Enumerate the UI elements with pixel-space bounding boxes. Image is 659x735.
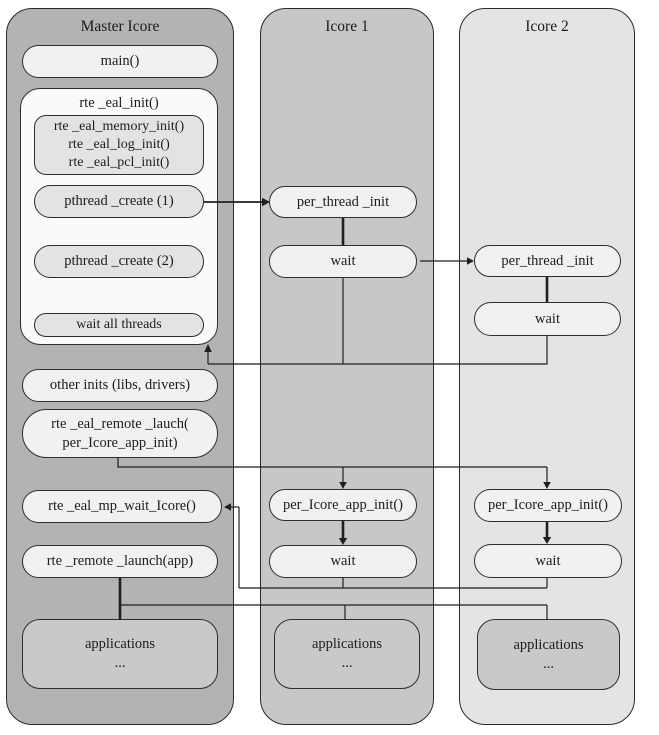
icore2-column-title: Icore 2 [525,18,569,35]
icore1-column: Icore 1 [260,8,434,725]
icore2-thread-wait-box: wait [474,302,621,336]
icore1-per-icore-app-init-box: per_Icore_app_init() [269,489,417,521]
master-applications-box: applications ... [22,619,218,689]
icore1-applications-label: applications [311,636,383,653]
icore2-column: Icore 2 [459,8,635,725]
icore2-applications-label: applications [513,636,584,653]
pthread-create-2-box: pthread _create (2) [34,245,204,278]
pthread-create-1-box: pthread _create (1) [34,185,204,218]
eal-sub-init-box: rte _eal_memory_init() rte _eal_log_init… [34,115,204,175]
master-applications-label: applications [84,636,156,653]
rte-eal-pcl-init-label: rte _eal_pcl_init() [68,154,170,170]
icore2-applications-box: applications ... [477,619,620,690]
main-box: main() [22,45,218,78]
icore1-app-wait-box: wait [269,545,417,578]
icore1-applications-box: applications ... [274,619,420,689]
other-inits-box: other inits (libs, drivers) [22,369,218,402]
icore2-per-thread-init-box: per_thread _init [474,245,621,277]
master-applications-ellipsis: ... [114,655,126,671]
remote-lauch-line1: rte _eal_remote _lauch( [51,415,189,432]
rte-eal-init-label: rte _eal_init() [79,95,159,111]
master-icore-column-title: Master Icore [80,18,160,35]
icore1-applications-ellipsis: ... [341,655,353,671]
icore2-per-icore-app-init-box: per_Icore_app_init() [474,489,622,522]
rte-eal-log-init-label: rte _eal_log_init() [68,137,170,153]
rte-eal-memory-init-label: rte _eal_memory_init() [53,119,185,135]
icore1-thread-wait-box: wait [269,245,417,278]
wait-all-threads-box: wait all threads [34,313,204,337]
icore1-column-title: Icore 1 [325,18,369,35]
icore1-per-thread-init-box: per_thread _init [269,186,417,218]
rte-eal-remote-lauch-box: rte _eal_remote _lauch( per_Icore_app_in… [22,409,218,458]
icore2-app-wait-box: wait [474,544,622,578]
icore2-applications-ellipsis: ... [543,655,554,672]
rte-remote-launch-app-box: rte _remote _launch(app) [22,545,218,578]
remote-lauch-line2: per_Icore_app_init) [62,434,178,451]
rte-eal-mp-wait-icore-box: rte _eal_mp_wait_Icore() [22,490,222,523]
